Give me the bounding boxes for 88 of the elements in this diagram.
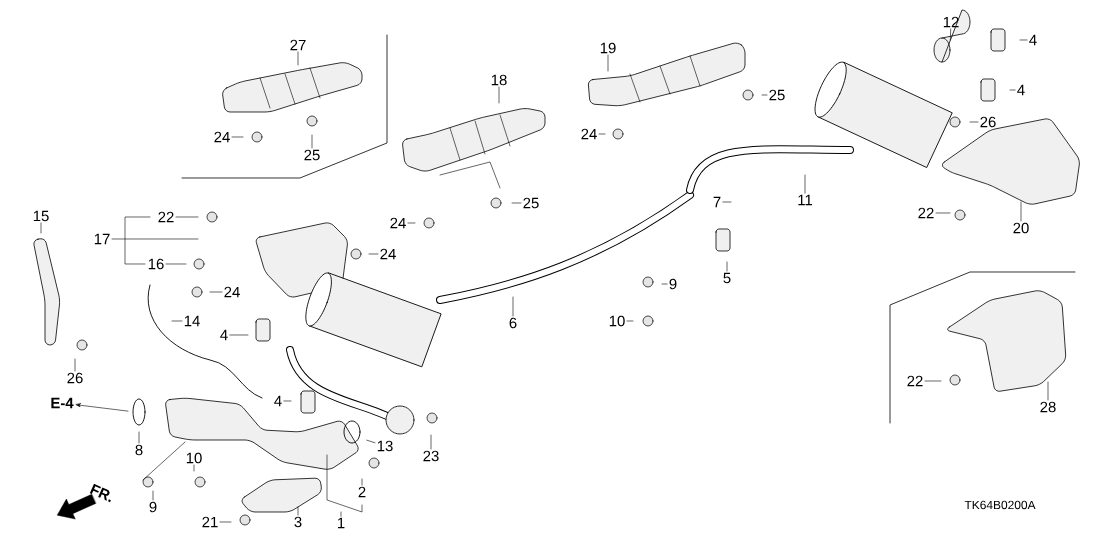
- leader-line: [512, 296, 514, 317]
- leader-line: [1009, 89, 1016, 91]
- callout-number: 22: [907, 375, 923, 387]
- leader-line: [229, 334, 249, 336]
- leader-line: [219, 521, 232, 523]
- callout-number: 21: [202, 516, 218, 528]
- leader-line: [726, 261, 728, 272]
- callout-number: 27: [290, 39, 306, 51]
- leader-line: [152, 490, 154, 501]
- callout-number: 24: [214, 131, 230, 143]
- leader-line: [924, 380, 942, 382]
- callout-number: E-4: [51, 397, 74, 409]
- callout-number: 13: [377, 440, 393, 452]
- callout-number: 22: [158, 211, 174, 223]
- leader-line: [297, 506, 299, 516]
- leader-line: [626, 320, 634, 322]
- leader-line: [231, 136, 244, 138]
- leader-line: [430, 434, 432, 450]
- callout-number: 20: [1013, 222, 1029, 234]
- leader-line: [950, 28, 952, 41]
- callout-number: 25: [523, 197, 539, 209]
- callout-number: 24: [581, 128, 597, 140]
- callout-number: 1: [338, 517, 345, 529]
- callout-number: 24: [224, 286, 240, 298]
- callout-number: 11: [798, 194, 813, 206]
- leader-line: [969, 121, 979, 123]
- leader-line: [511, 202, 522, 204]
- leader-line: [311, 134, 313, 149]
- leader-line: [935, 212, 951, 214]
- leader-line: [1020, 201, 1022, 222]
- callout-number: 15: [33, 210, 49, 222]
- callout-number: 8: [135, 444, 143, 456]
- leader-line: [111, 238, 199, 240]
- leader-line: [1047, 381, 1049, 401]
- callout-number: 12: [943, 16, 959, 28]
- callout-number: 24: [390, 217, 406, 229]
- callout-number: 3: [294, 516, 302, 528]
- callout-number: 6: [509, 317, 517, 329]
- leader-line: [171, 320, 183, 322]
- leader-line: [74, 358, 76, 372]
- leader-line: [804, 174, 806, 194]
- callout-number: 9: [669, 278, 677, 290]
- callout-number: 10: [186, 452, 202, 464]
- leader-line: [283, 400, 292, 402]
- callout-number: 23: [423, 450, 439, 462]
- callout-number: 16: [148, 258, 164, 270]
- callout-number: 7: [713, 196, 721, 208]
- leader-line: [407, 222, 416, 224]
- callout-number: 4: [274, 395, 282, 407]
- leader-line: [165, 263, 187, 265]
- leader-line: [297, 51, 299, 66]
- callout-number: 28: [1040, 401, 1056, 413]
- callout-number: 25: [304, 149, 320, 161]
- arrow: [75, 403, 129, 412]
- callout-number: 25: [769, 89, 785, 101]
- callout-number: 24: [380, 248, 396, 260]
- leader-line: [340, 511, 342, 517]
- callout-number: 9: [149, 501, 157, 513]
- leader-line: [722, 201, 732, 203]
- leader-line: [366, 439, 376, 444]
- leader-line: [193, 464, 195, 472]
- leader-line: [209, 291, 223, 293]
- leader-line: [761, 94, 768, 96]
- leader-line: [498, 86, 500, 104]
- direction-label: FR.: [89, 483, 111, 503]
- callout-number: 14: [184, 315, 200, 327]
- callout-number: 26: [980, 116, 996, 128]
- callout-number: 26: [67, 372, 83, 384]
- leader-line: [138, 431, 140, 444]
- leader-line: [598, 133, 606, 135]
- leader-line: [368, 253, 379, 255]
- callout-number: 22: [918, 207, 934, 219]
- callout-number: 10: [609, 315, 625, 327]
- callout-number: 2: [358, 486, 366, 498]
- leader-line: [175, 216, 199, 218]
- diagram-code: TK64B0200A: [964, 500, 1036, 510]
- leader-line: [361, 478, 363, 486]
- callout-number: 5: [723, 272, 731, 284]
- callout-number: 18: [491, 74, 507, 86]
- leader-line: [661, 283, 668, 285]
- callout-number: 4: [1017, 84, 1025, 96]
- callout-number: 4: [1029, 34, 1037, 46]
- leader-line: [607, 54, 609, 72]
- leader-line: [40, 222, 42, 234]
- callout-number: 17: [94, 233, 110, 245]
- callout-number: 4: [220, 329, 228, 341]
- callout-number: 19: [600, 42, 616, 54]
- leader-line: [1019, 39, 1028, 41]
